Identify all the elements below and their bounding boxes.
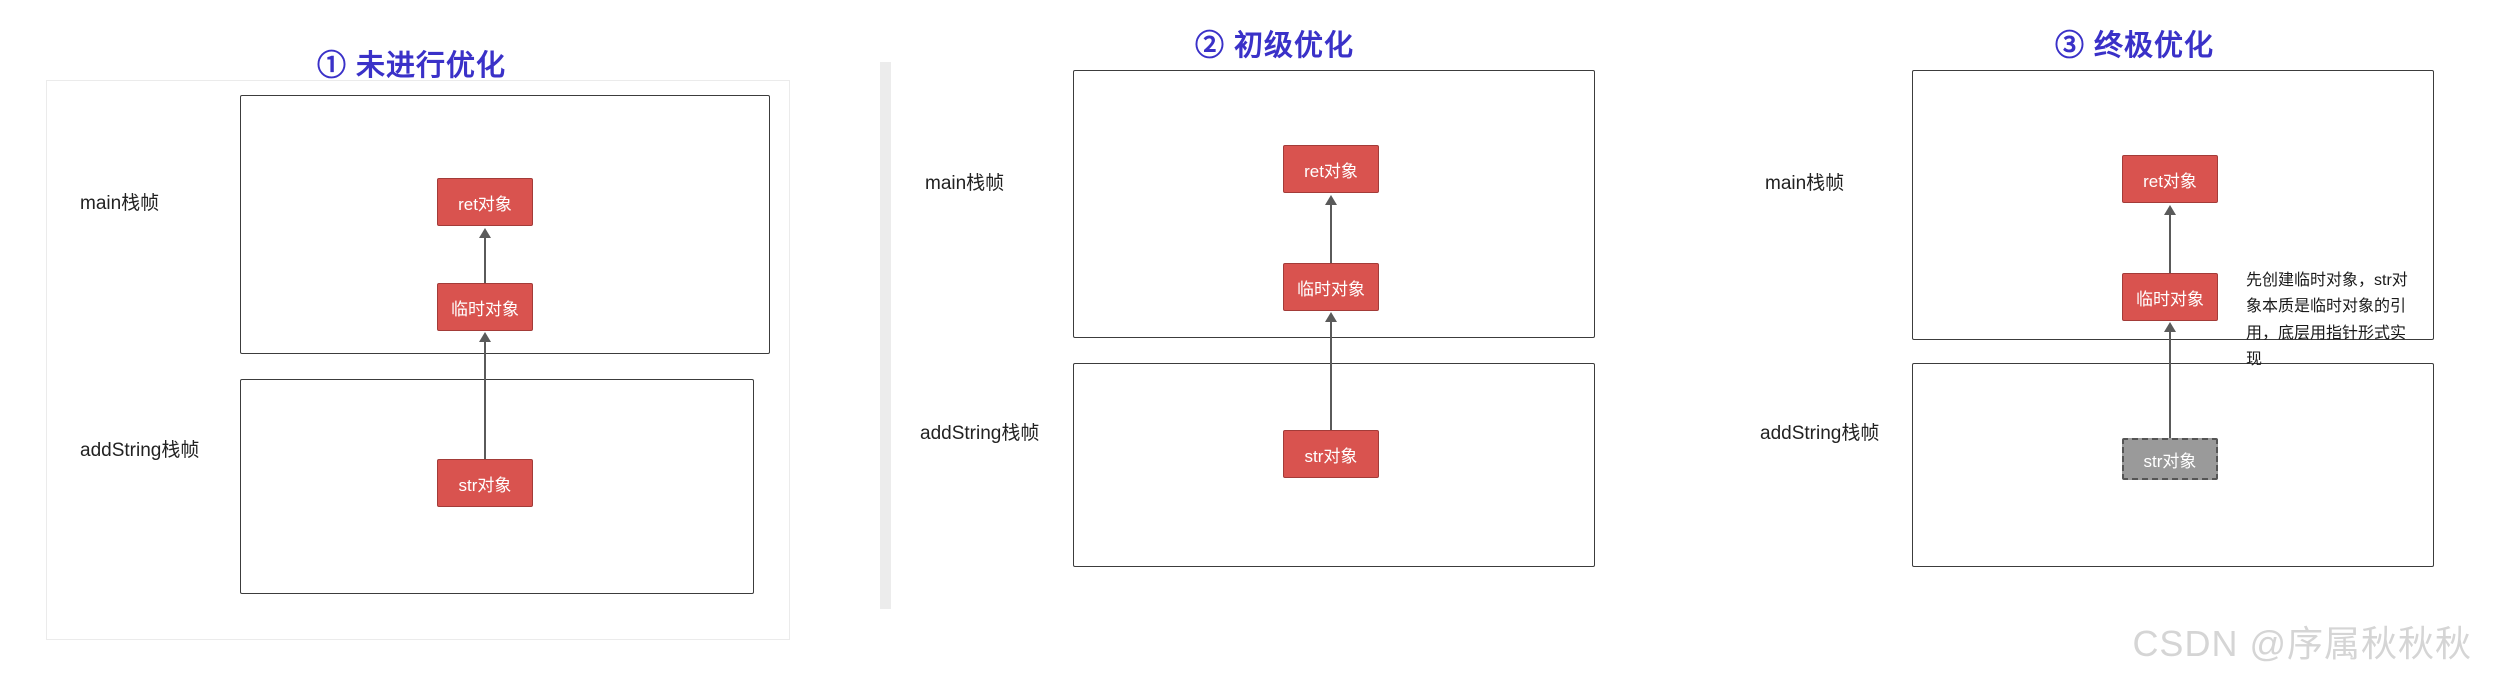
panel-3-object-ret: ret对象 [2122,155,2218,203]
panel-3-arrow-str-to-temp-line [2169,330,2171,440]
panel-3-arrow-temp-to-ret-line [2169,213,2171,273]
panel-2-object-temp: 临时对象 [1283,263,1379,311]
panel-2-object-ret: ret对象 [1283,145,1379,193]
panel-1-arrow-str-to-temp-head [479,332,491,342]
watermark: CSDN @序属秋秋秋 [2132,623,2472,664]
panel-1-object-str: str对象 [437,459,533,507]
panel-1-frame-label-addstring: addString栈帧 [80,440,200,461]
panel-1-object-ret: ret对象 [437,178,533,226]
panel-1-arrow-temp-to-ret-head [479,228,491,238]
panel-2-frame-label-main: main栈帧 [925,173,1005,194]
panel-2-arrow-str-to-temp-head [1325,312,1337,322]
panel-divider [880,62,891,609]
panel-2-title: ② 初级优化 [1195,30,1355,62]
panel-1-arrow-str-to-temp-line [484,340,486,459]
panel-2-arrow-str-to-temp-line [1330,320,1332,430]
panel-3-object-temp: 临时对象 [2122,273,2218,321]
panel-3-note: 先创建临时对象，str对象本质是临时对象的引用，底层用指针形式实现 [2246,272,2408,369]
panel-3-frame-label-addstring: addString栈帧 [1760,423,1880,444]
panel-2-arrow-temp-to-ret-head [1325,195,1337,205]
panel-3-frame-label-main: main栈帧 [1765,173,1845,194]
panel-1-title: ① 未进行优化 [317,50,507,82]
panel-2-arrow-temp-to-ret-line [1330,203,1332,263]
panel-3-arrow-str-to-temp-head [2164,322,2176,332]
panel-1-object-temp: 临时对象 [437,283,533,331]
panel-3-title: ③ 终极优化 [2055,30,2215,62]
panel-1-arrow-temp-to-ret-line [484,236,486,283]
panel-3-arrow-temp-to-ret-head [2164,205,2176,215]
panel-2-object-str: str对象 [1283,430,1379,478]
panel-1-frame-label-main: main栈帧 [80,193,160,214]
panel-2-frame-label-addstring: addString栈帧 [920,423,1040,444]
panel-3-object-str: str对象 [2122,438,2218,480]
